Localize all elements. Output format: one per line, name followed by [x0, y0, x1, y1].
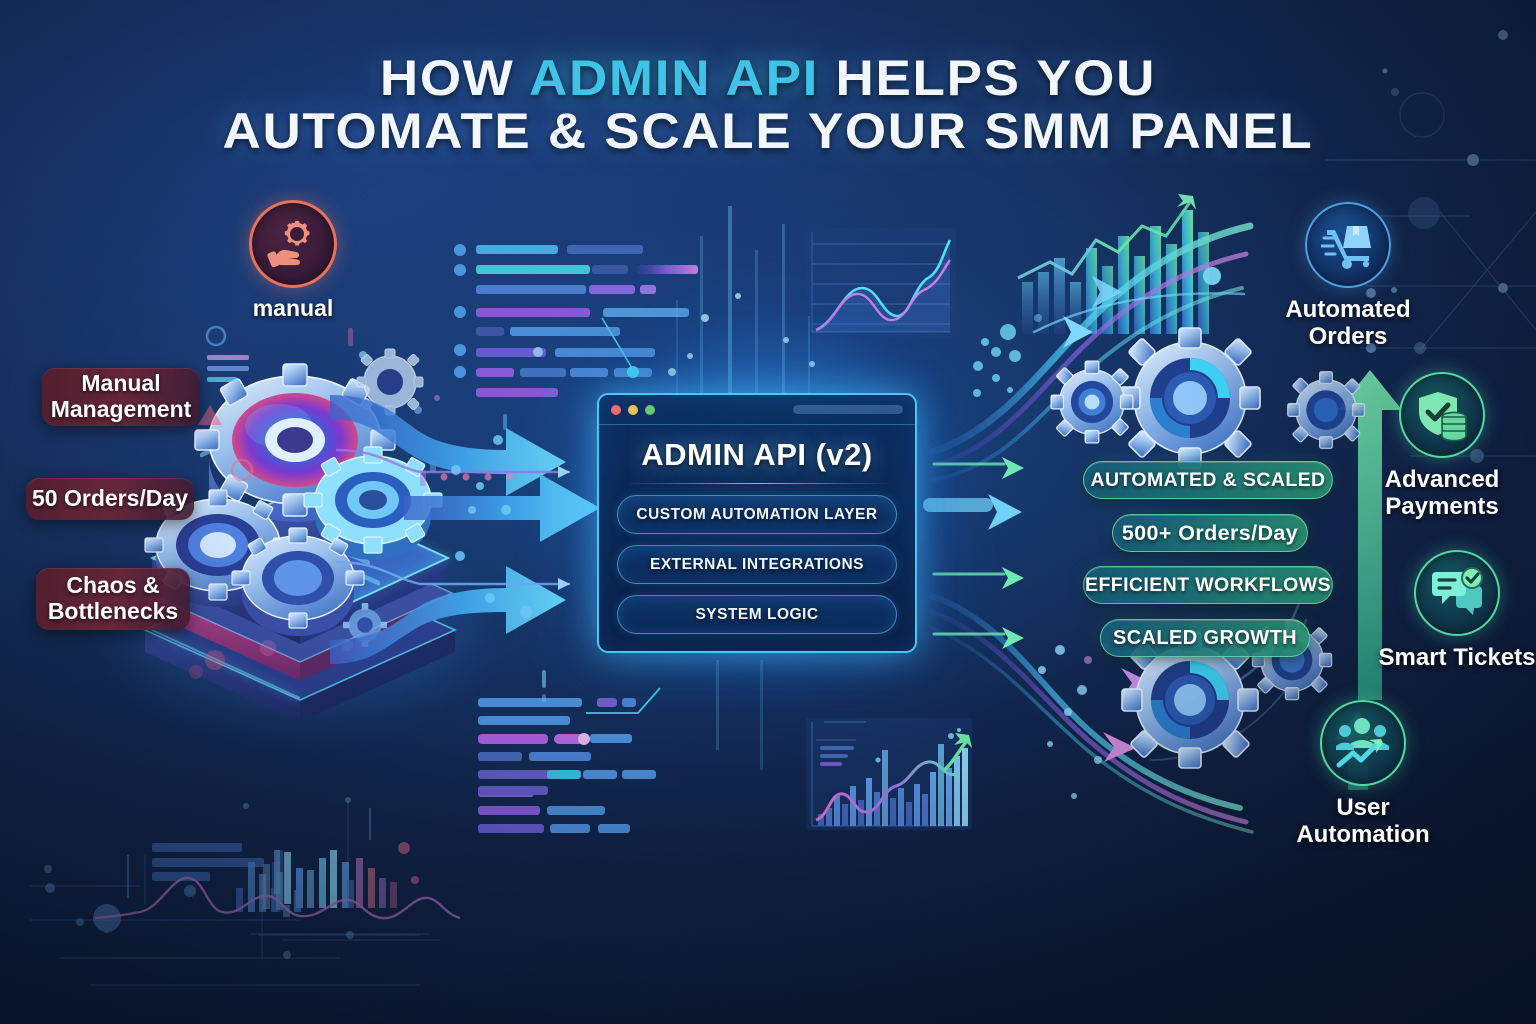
- pill-scaled-growth: SCALED GROWTH: [1100, 619, 1310, 657]
- feature-label: Smart Tickets: [1378, 644, 1536, 671]
- pill-automated-and-scaled: AUTOMATED & SCALED: [1083, 461, 1333, 499]
- shield-check-coins-icon: [1419, 392, 1467, 442]
- api-panel[interactable]: ADMIN API (v2) CUSTOM AUTOMATION LAYER E…: [597, 393, 917, 653]
- window-dot-yellow[interactable]: [628, 404, 638, 415]
- hand-gear-icon: [267, 220, 310, 268]
- chart-top-line: [806, 228, 956, 338]
- feature-advanced-payments[interactable]: Advanced Payments: [1357, 372, 1527, 521]
- feature-icon-ring: [1320, 700, 1406, 786]
- feature-label: User Automation: [1296, 794, 1430, 849]
- manual-badge-ring: [249, 200, 337, 288]
- panel-title-divider: [625, 483, 889, 484]
- feature-user-automation[interactable]: User Automation: [1278, 700, 1448, 849]
- feature-label: Advanced Payments: [1384, 466, 1500, 521]
- feature-icon-ring: [1305, 202, 1391, 288]
- window-dot-green[interactable]: [645, 404, 655, 415]
- feature-icon-ring: [1414, 550, 1500, 636]
- chart-bottom-bars: [806, 718, 972, 830]
- feature-icon-ring: [1399, 372, 1485, 458]
- panel-url-bar[interactable]: [793, 405, 903, 414]
- feature-label: Automated Orders: [1285, 296, 1411, 351]
- footer-decoration-chart: [30, 797, 461, 986]
- code-snippet-bottom: [478, 687, 661, 833]
- pill-chaos-bottlenecks: Chaos & Bottlenecks: [36, 568, 190, 630]
- manual-badge: manual: [245, 200, 341, 322]
- users-growth-arrow-icon: [1336, 718, 1389, 768]
- delivery-cart-icon: [1321, 226, 1371, 269]
- pill-500-orders-per-day: 500+ Orders/Day: [1112, 514, 1308, 552]
- window-dot-red[interactable]: [611, 404, 621, 415]
- api-chip-system-logic[interactable]: SYSTEM LOGIC: [617, 595, 897, 634]
- api-panel-title: ADMIN API (v2): [641, 437, 873, 472]
- pill-orders-per-day: 50 Orders/Day: [26, 478, 194, 520]
- api-chip-external-integrations[interactable]: EXTERNAL INTEGRATIONS: [617, 545, 897, 584]
- pill-efficient-workflows: EFFICIENT WORKFLOWS: [1083, 566, 1333, 604]
- feature-smart-tickets[interactable]: Smart Tickets: [1372, 550, 1536, 671]
- chat-check-icon: [1432, 567, 1483, 615]
- panel-titlebar: [599, 395, 915, 425]
- pill-manual-management: Manual Management: [42, 368, 200, 426]
- api-chip-custom-automation-layer[interactable]: CUSTOM AUTOMATION LAYER: [617, 495, 897, 534]
- manual-badge-label: manual: [252, 295, 334, 321]
- feature-automated-orders[interactable]: Automated Orders: [1263, 202, 1433, 351]
